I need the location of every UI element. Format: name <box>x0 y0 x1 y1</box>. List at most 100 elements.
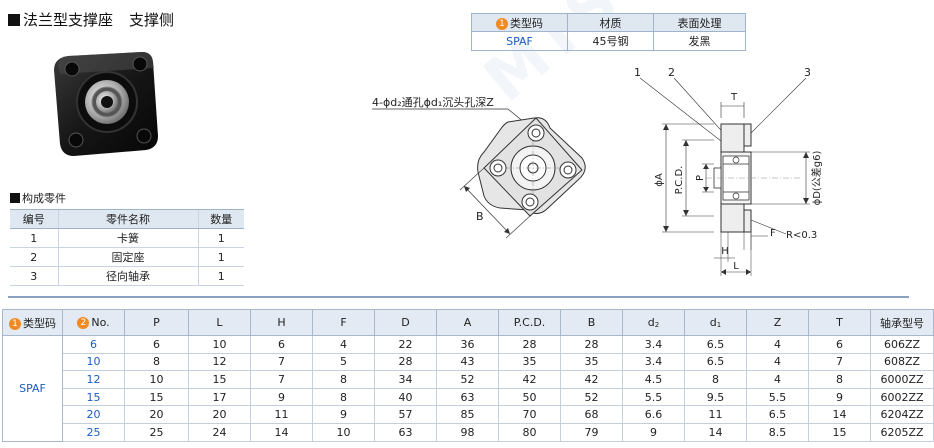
table-cell: 6 <box>808 335 871 354</box>
dim-no-link[interactable]: 15 <box>62 387 125 407</box>
table-cell: 15 <box>124 387 189 407</box>
parts-cell: 1 <box>197 247 244 267</box>
table-row: 20 20 20 11 9 57 85 70 68 6.6 11 6.5 14 … <box>3 405 934 424</box>
dim-header-z: Z <box>746 309 809 336</box>
parts-cell: 1 <box>10 228 58 248</box>
table-cell: 9 <box>622 422 685 442</box>
table-cell: 6 <box>250 335 313 354</box>
table-cell: 20 <box>188 405 251 424</box>
table-cell: 36 <box>436 335 499 354</box>
table-cell: 8 <box>312 387 375 407</box>
product-photo <box>54 52 158 156</box>
dim-header-p: P <box>124 309 189 336</box>
dim-type-link[interactable]: SPAF <box>2 335 63 442</box>
badge-two-icon: 2 <box>77 317 90 329</box>
table-cell: 7 <box>250 370 313 389</box>
dim-no-link[interactable]: 12 <box>62 370 125 389</box>
dim-header-d2: d2 <box>622 309 685 336</box>
dim-h-label: H <box>721 246 729 257</box>
table-cell: 10 <box>312 422 375 442</box>
table-cell: 4 <box>746 370 809 389</box>
title-square-icon <box>8 13 20 26</box>
callout-3: 3 <box>804 66 811 79</box>
table-cell: 14 <box>808 405 871 424</box>
front-view-drawing: 4-ϕd₂通孔ϕd₁沉头孔深Z B <box>372 96 586 239</box>
table-cell: 606ZZ <box>870 335 934 354</box>
table-cell: 7 <box>808 352 871 372</box>
table-cell: 10 <box>188 335 251 354</box>
table-cell: 35 <box>560 352 623 372</box>
table-cell: 6000ZZ <box>870 370 934 389</box>
spec-type-link[interactable]: SPAF <box>471 31 568 51</box>
table-cell: 14 <box>684 422 747 442</box>
parts-cell: 2 <box>10 247 58 267</box>
parts-cell: 固定座 <box>57 247 198 267</box>
table-cell: 4 <box>312 335 375 354</box>
table-cell: 80 <box>498 422 561 442</box>
table-row: SPAF 6 6 10 6 4 22 36 28 28 3.4 6.5 4 6 … <box>2 335 934 442</box>
dim-header-l: L <box>188 309 251 336</box>
table-cell: 6 <box>124 335 189 354</box>
table-cell: 8 <box>808 370 871 389</box>
table-cell: 17 <box>188 387 251 407</box>
table-cell: 6204ZZ <box>870 405 934 424</box>
table-cell: 11 <box>250 405 313 424</box>
table-cell: 608ZZ <box>870 352 934 372</box>
parts-row: 2 固定座 1 <box>10 247 244 267</box>
parts-header-qty: 数量 <box>197 209 244 229</box>
side-view-drawing: 1 2 3 T ϕA P.C.D. P ϕD(公差g6) F R<0.3 H <box>634 66 823 276</box>
table-cell: 6002ZZ <box>870 387 934 407</box>
table-cell: 4.5 <box>622 370 685 389</box>
table-row: 15 15 17 9 8 40 63 50 52 5.5 9.5 5.5 9 6… <box>3 387 934 407</box>
badge-one-icon: 1 <box>496 17 508 30</box>
table-cell: 15 <box>188 370 251 389</box>
table-cell: 8 <box>684 370 747 389</box>
table-cell: 5 <box>312 352 375 372</box>
dim-header-f: F <box>312 309 375 336</box>
spec-header-material: 材质 <box>567 13 654 32</box>
dim-no-link[interactable]: 20 <box>62 405 125 424</box>
table-cell: 20 <box>124 405 189 424</box>
table-cell: 6.5 <box>746 405 809 424</box>
parts-cell: 3 <box>10 266 58 286</box>
parts-cell: 卡簧 <box>57 228 198 248</box>
table-cell: 35 <box>498 352 561 372</box>
dim-header-b: B <box>560 309 623 336</box>
table-cell: 4 <box>746 335 809 354</box>
dim-r-label: R<0.3 <box>786 230 817 241</box>
dim-no-link[interactable]: 10 <box>62 352 125 372</box>
table-cell: 10 <box>124 370 189 389</box>
table-cell: 12 <box>188 352 251 372</box>
table-cell: 63 <box>374 422 437 442</box>
title-main: 法兰型支撑座 <box>23 11 114 29</box>
spec-row: SPAF 45号钢 发黑 <box>471 31 746 51</box>
dim-header-d: D <box>374 309 437 336</box>
dim-no-link[interactable]: 6 <box>62 335 125 354</box>
table-cell: 6.6 <box>622 405 685 424</box>
parts-heading-text: 构成零件 <box>22 192 66 205</box>
table-cell: 15 <box>808 422 871 442</box>
table-cell: 14 <box>250 422 313 442</box>
dim-header-t: T <box>808 309 871 336</box>
table-cell: 6.5 <box>684 352 747 372</box>
table-cell: 11 <box>684 405 747 424</box>
dim-no-link[interactable]: 25 <box>62 422 125 442</box>
table-cell: 43 <box>436 352 499 372</box>
table-cell: 9 <box>312 405 375 424</box>
table-row: 12 10 15 7 8 34 52 42 42 4.5 8 4 8 6000Z… <box>3 370 934 389</box>
table-cell: 5.5 <box>622 387 685 407</box>
hole-note-label: 4-ϕd₂通孔ϕd₁沉头孔深Z <box>372 96 494 109</box>
table-cell: 63 <box>436 387 499 407</box>
parts-cell: 1 <box>197 228 244 248</box>
spec-header-finish: 表面处理 <box>653 13 746 32</box>
table-cell: 6205ZZ <box>870 422 934 442</box>
table-cell: 3.4 <box>622 335 685 354</box>
title-sub: 支撑侧 <box>129 11 175 29</box>
table-cell: 42 <box>560 370 623 389</box>
table-cell: 24 <box>188 422 251 442</box>
